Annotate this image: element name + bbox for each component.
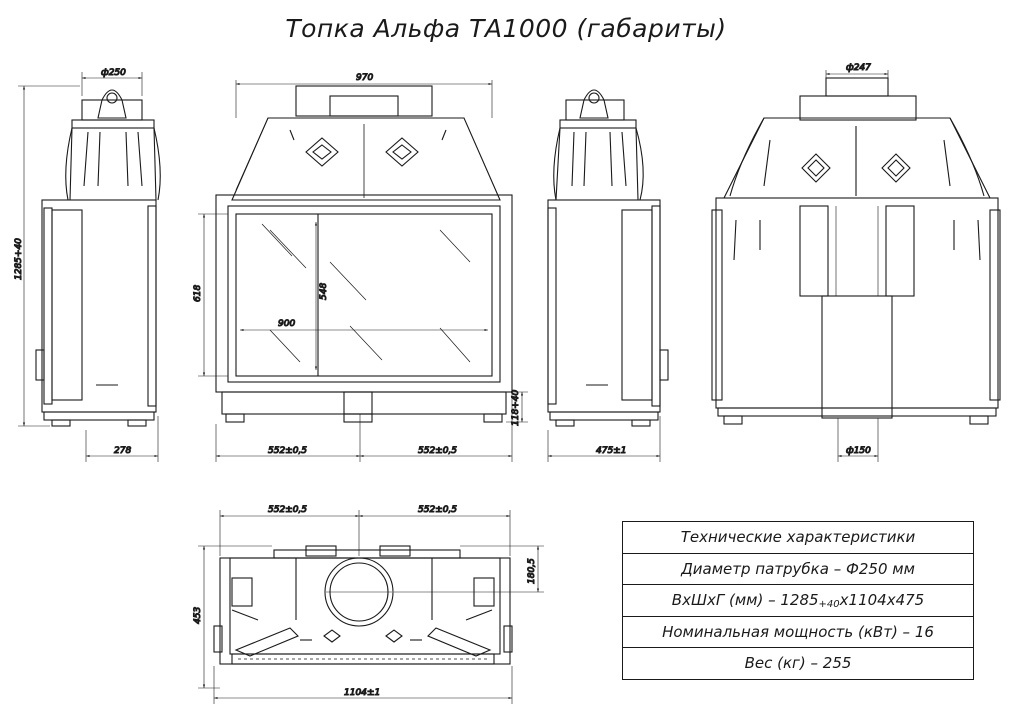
leg-height-dim: 118+40 <box>511 390 521 426</box>
drawing-title: Топка Альфа ТА1000 (габариты) <box>285 14 727 43</box>
spec-weight: Вес (кг) – 255 <box>623 647 973 679</box>
back-pipe-top-dim: ф247 <box>846 63 871 73</box>
front-half-right-dim: 552±0,5 <box>418 446 457 456</box>
front-width-dim: 970 <box>356 73 373 83</box>
top-view <box>198 510 544 704</box>
spec-header: Технические характеристики <box>680 528 916 547</box>
front-half-left-dim: 552±0,5 <box>268 446 307 456</box>
front-view <box>198 80 528 462</box>
top-half-left-dim: 552±0,5 <box>268 505 307 515</box>
spec-size-suffix: х1104х475 <box>839 591 925 610</box>
side-height-dim: 1285+40 <box>14 238 24 280</box>
top-pipe-offset-dim: 180,5 <box>527 558 537 584</box>
side-view-right <box>547 89 669 462</box>
side-view-left <box>18 72 161 462</box>
spec-size-sub: +40 <box>818 598 840 610</box>
back-pipe-bottom-dim: ф150 <box>846 446 871 456</box>
glass-height-dim: 618 <box>193 285 203 302</box>
glass-width-dim: 900 <box>278 319 295 329</box>
back-view <box>711 70 1001 462</box>
top-width-dim: 1104±1 <box>344 688 380 698</box>
side-pipe-dim: ф250 <box>101 68 126 78</box>
spec-pipe: Диаметр патрубка – Ф250 мм <box>623 552 973 585</box>
spec-power: Номинальная мощность (кВт) – 16 <box>623 615 973 648</box>
top-half-right-dim: 552±0,5 <box>418 505 457 515</box>
spec-size-prefix: ВхШхГ (мм) – 1285 <box>671 591 819 610</box>
side-depth-2-dim: 475±1 <box>596 446 626 456</box>
glass-inner-height-dim: 548 <box>319 283 329 300</box>
spec-table: Технические характеристики Диаметр патру… <box>622 521 974 680</box>
side-depth-dim: 278 <box>114 446 131 456</box>
top-depth-dim: 453 <box>193 607 203 624</box>
